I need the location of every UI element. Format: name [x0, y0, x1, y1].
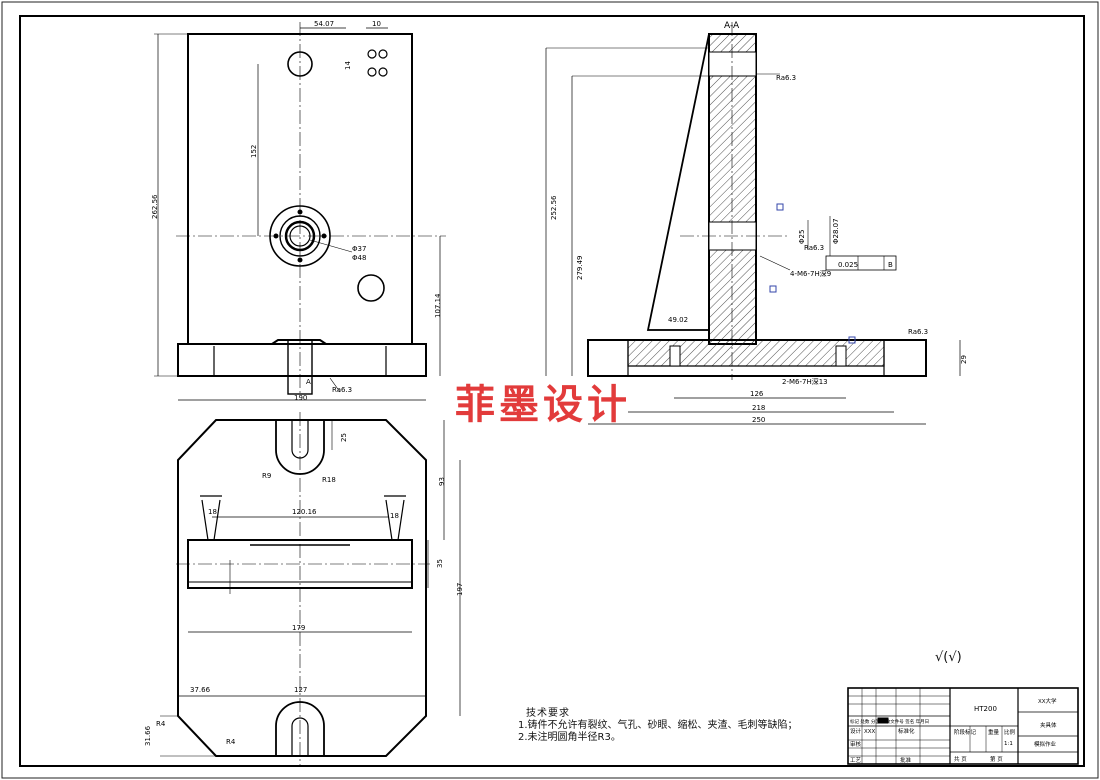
tech-req-item-1: 1.铸件不允许有裂纹、气孔、砂眼、缩松、夹渣、毛刺等缺陷； [518, 720, 798, 731]
top-view [160, 412, 461, 766]
technical-requirements: 技术要求 1.铸件不允许有裂纹、气孔、砂眼、缩松、夹渣、毛刺等缺陷； 2.未注明… [518, 708, 798, 744]
front-view [154, 22, 446, 401]
dim-dia-48: Φ48 [352, 254, 366, 262]
title-block [847, 687, 1079, 765]
tolerance-value: 0.025 [838, 261, 858, 269]
part-name: 夹具体 [1040, 721, 1057, 729]
label-scale: 比例 [1004, 728, 1016, 736]
dim-49: 49.02 [668, 316, 688, 324]
title-block-text: HT200 XX大学 夹具体 模拟作业 1:1 标记 处数 分区 更改文件号 签… [850, 697, 1057, 764]
dim-overall-height: 262.56 [151, 194, 159, 219]
dim-218: 218 [752, 404, 765, 412]
dim-250: 250 [752, 416, 765, 424]
dim-slot-25: 25 [340, 433, 348, 442]
dim-dia-37: Φ37 [352, 245, 366, 253]
dim-93: 93 [438, 477, 446, 486]
dim-35: 35 [436, 559, 444, 568]
thread-2-m6: 2-M6-7H深13 [782, 377, 828, 386]
section-view-dims: A-A Ra6.3 252.56 279.49 Φ25 Φ28.07 Ra6.3… [550, 21, 968, 424]
dim-r4-bottom: R4 [226, 738, 236, 746]
scale: 1:1 [1004, 741, 1013, 747]
section-roughness-top: Ra6.3 [776, 74, 796, 82]
label-approve: 批准 [900, 756, 912, 764]
dim-37: 37.66 [190, 686, 211, 694]
label-review: 审核 [850, 740, 862, 748]
dim-18-right: 18 [390, 512, 399, 520]
dim-29: 29 [960, 355, 968, 364]
label-stage: 阶段标记 [954, 728, 977, 736]
dim-120: 120.16 [292, 508, 317, 516]
dim-31: 31.66 [144, 725, 152, 746]
dim-107: 107.14 [434, 293, 442, 318]
section-title: A-A [724, 21, 740, 31]
section-mark-a: A [306, 378, 311, 386]
inner-frame [19, 15, 1085, 767]
school: XX大学 [1038, 697, 1057, 705]
dim-279: 279.49 [576, 256, 584, 281]
dim-width-54: 54.07 [314, 20, 334, 28]
thread-4-m6: 4-M6-7H深9 [790, 269, 831, 278]
material: HT200 [974, 705, 997, 713]
datum-b: B [888, 261, 893, 269]
dim-252: 252.56 [550, 195, 558, 220]
label-process: 工艺 [850, 757, 862, 764]
label-sheets: 共 页 [954, 755, 967, 763]
section-roughness-base: Ra6.3 [908, 328, 928, 336]
dim-base-width-190: 190 [294, 394, 307, 402]
front-view-dims: 54.07 10 14 152 262.56 Φ37 Φ48 107.14 19… [151, 20, 442, 402]
label-sheet: 第 页 [990, 755, 1003, 763]
design-name: XXX [864, 729, 876, 735]
tech-req-title: 技术要求 [526, 708, 570, 719]
dim-hole-spacing-14: 14 [344, 61, 352, 70]
tech-req-item-2: 2.未注明圆角半径R3。 [518, 732, 621, 743]
label-weight: 重量 [988, 728, 1000, 736]
drawing-no: 模拟作业 [1034, 740, 1057, 748]
dim-r9: R9 [262, 472, 271, 480]
dim-18-left: 18 [208, 508, 217, 516]
label-design: 设计 [850, 727, 862, 735]
dim-152: 152 [250, 145, 258, 158]
dim-179: 179 [292, 624, 305, 632]
mark-row: 标记 处数 分区 更改文件号 签名 年月日 [850, 718, 929, 725]
dim-r4-left: R4 [156, 720, 166, 728]
dim-126: 126 [750, 390, 764, 398]
general-roughness-note: √(√) [935, 650, 962, 665]
dim-127: 127 [294, 686, 307, 694]
dim-hole-spacing-10: 10 [372, 20, 381, 28]
dim-197: 197 [456, 583, 464, 596]
section-view [545, 22, 961, 425]
dim-r18: R18 [322, 476, 336, 484]
front-roughness: Ra6.3 [332, 386, 352, 394]
dim-dia-25: Φ25 [798, 230, 806, 244]
section-roughness-bore: Ra6.3 [804, 244, 824, 252]
watermark: 菲墨设计 [455, 381, 631, 428]
label-standardize: 标准化 [898, 727, 915, 735]
dim-dia-28: Φ28.07 [832, 218, 840, 244]
top-view-dims: 25 R9 R18 93 18 120.16 18 35 197 179 37.… [144, 433, 464, 746]
